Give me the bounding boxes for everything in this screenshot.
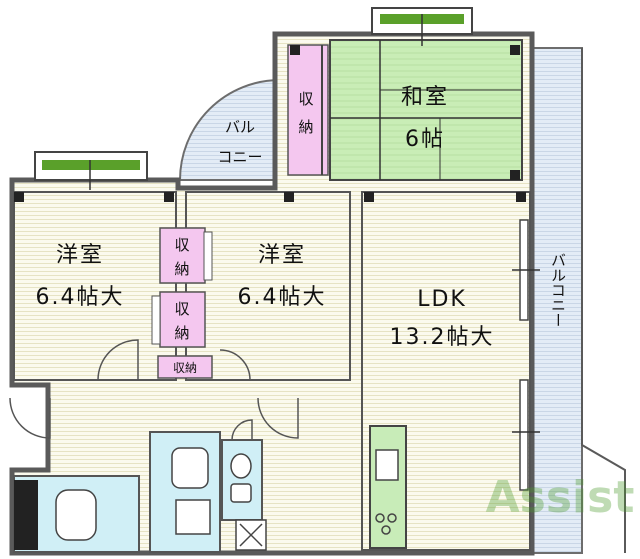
center-closet-lower-label-1: 収: [174, 300, 189, 318]
toilet: [221, 439, 263, 521]
washitsu-closet-label-2: 納: [298, 118, 313, 136]
center-closet-lower: [151, 291, 206, 348]
youshitsu-right-room: [185, 191, 351, 381]
watermark-text: Assist: [486, 472, 635, 523]
washroom: [149, 431, 221, 553]
window-washitsu: [371, 7, 473, 46]
balcony-right-label: バルコニー: [549, 253, 567, 328]
ldk-size: 13.2帖大: [390, 325, 495, 350]
watermark-logo: Assist: [486, 472, 635, 523]
youshitsu-right-name: 洋室: [258, 243, 306, 268]
balcony-curved-label-1: バル: [225, 118, 255, 136]
kitchen-counter: [369, 425, 407, 549]
hall-closet: [157, 355, 213, 379]
youshitsu-left-name: 洋室: [56, 243, 104, 268]
door-swing: [9, 339, 299, 441]
washitsu-name: 和室: [401, 85, 449, 110]
laundry-pan: [235, 519, 267, 551]
washitsu-closet-label-1: 収: [298, 90, 313, 108]
youshitsu-left-room: [13, 191, 177, 381]
center-closet-upper: [159, 227, 213, 284]
washitsu-size: 6帖: [405, 127, 445, 152]
hall-closet-label: 収納: [173, 361, 197, 375]
window-ldk: [512, 219, 540, 491]
center-closet-upper-label-1: 収: [174, 236, 189, 254]
center-closet-lower-label-2: 納: [174, 324, 189, 342]
bathroom: [13, 475, 140, 553]
center-closet-upper-label-2: 納: [174, 260, 189, 278]
balcony-curved-label-2: コニー: [217, 148, 262, 166]
washitsu-closet: [287, 44, 329, 176]
youshitsu-left-size: 6.4帖大: [36, 285, 125, 310]
washitsu-room: [329, 39, 523, 181]
youshitsu-right-size: 6.4帖大: [238, 285, 327, 310]
ldk-name: LDK: [417, 287, 467, 312]
balcony-right: [531, 47, 626, 554]
window-left-room: [34, 151, 148, 190]
